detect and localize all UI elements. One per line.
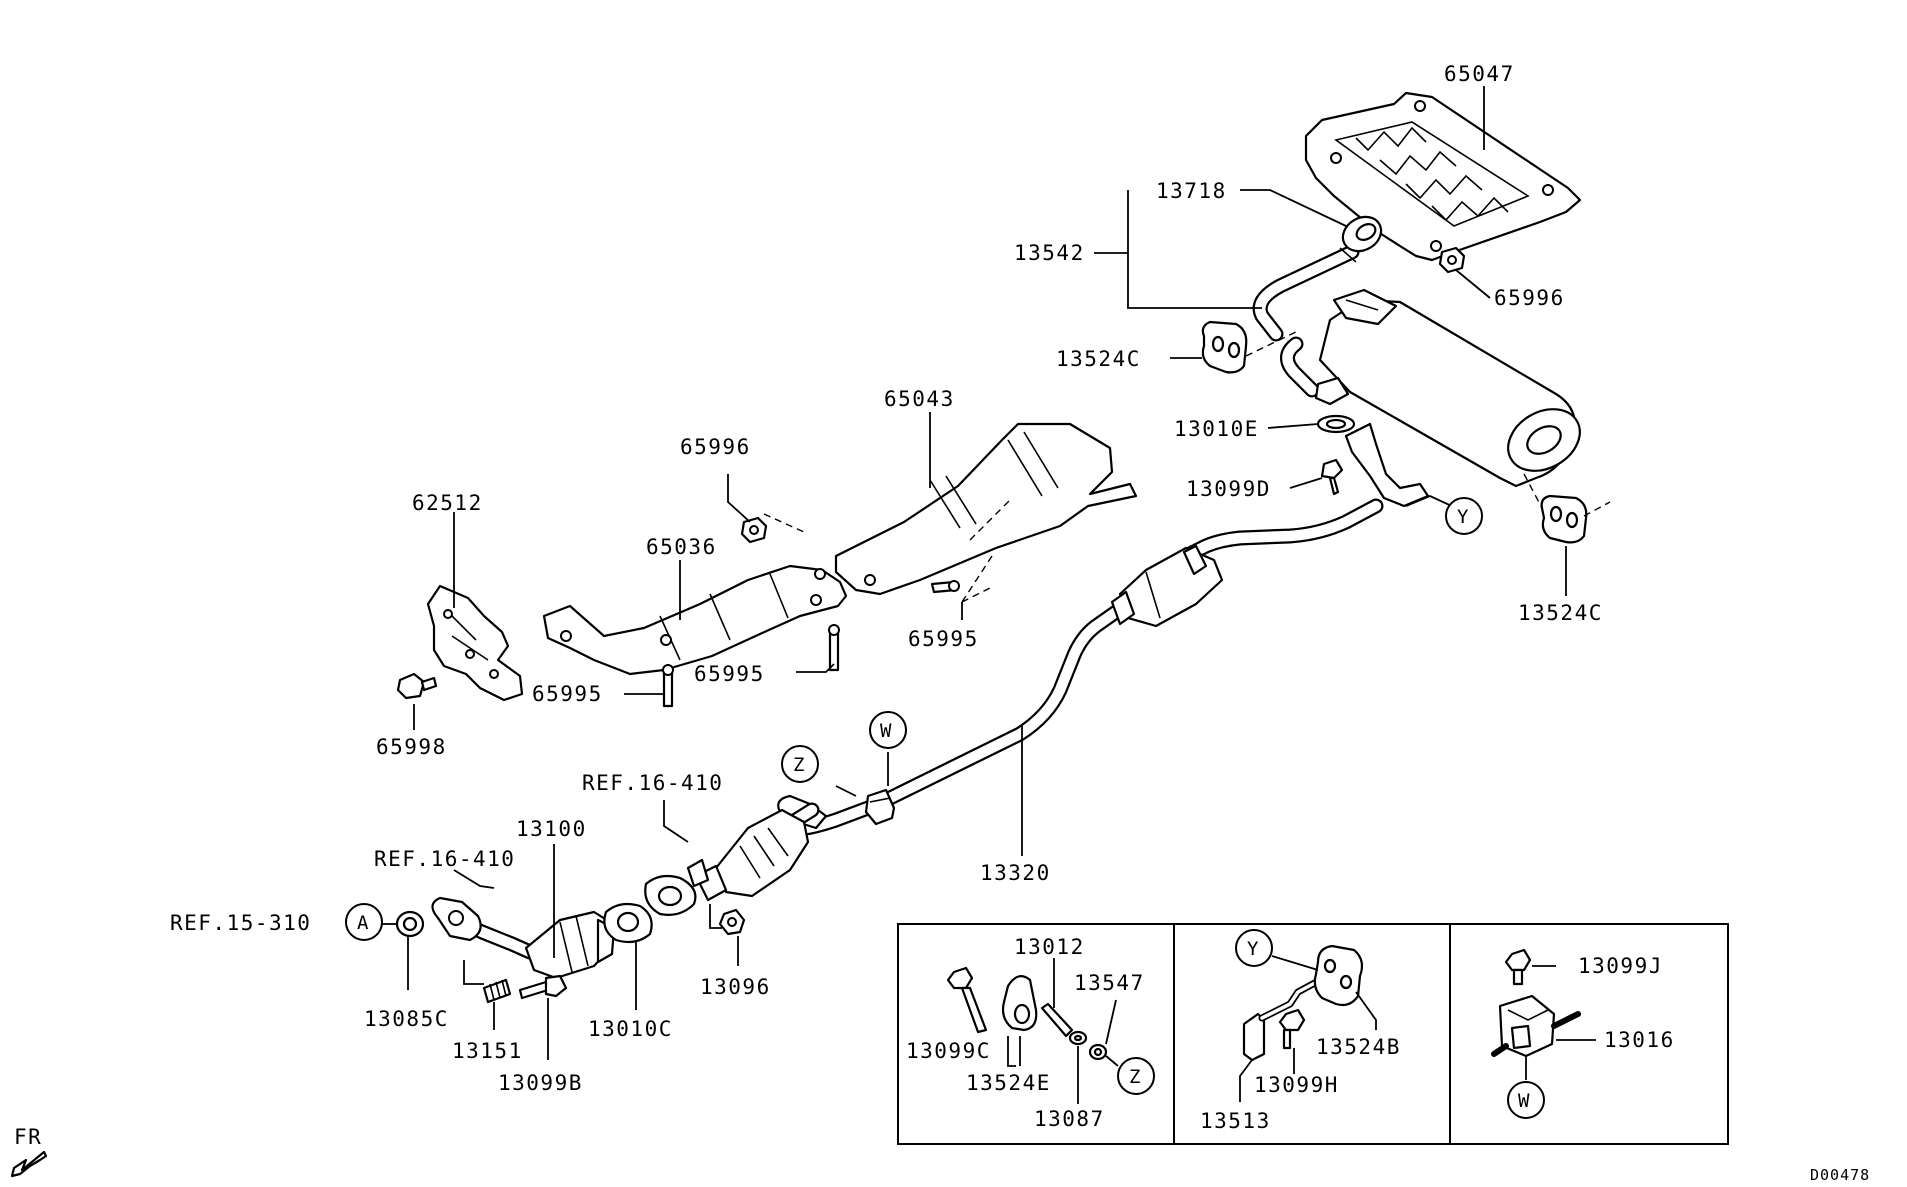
part-label-65995-right: 65995	[908, 627, 979, 651]
drawing-code: D00478	[1810, 1166, 1870, 1184]
part-label-13513: 13513	[1200, 1109, 1271, 1133]
detail-panels	[897, 923, 1729, 1145]
bushing-13524E-icon	[1001, 975, 1038, 1032]
clip-65995-left-icon	[662, 664, 674, 708]
front-direction-label: FR	[14, 1125, 42, 1149]
bolt-13099B-icon	[518, 974, 568, 1000]
svg-text:W: W	[1518, 1090, 1530, 1112]
gasket-13085C-icon	[395, 910, 425, 938]
bolt-65998-icon	[396, 672, 438, 700]
heat-protector-65043-icon	[834, 422, 1138, 596]
part-label-65995-mid: 65995	[694, 662, 765, 686]
svg-text:Z: Z	[793, 754, 804, 776]
hanger-bracket-13513-icon	[1242, 974, 1328, 1062]
svg-text:W: W	[880, 720, 892, 742]
part-label-65996-mid: 65996	[680, 435, 751, 459]
part-number-labels: 65047 13718 13542 65996 13524C 13010E 13…	[170, 62, 1603, 1095]
detail-z-panel: 13012 13547 13099C 13524E 13087 Z	[906, 935, 1155, 1131]
svg-text:Y: Y	[1247, 938, 1259, 960]
bolt-13099C-icon	[946, 966, 988, 1034]
part-label-65998: 65998	[376, 735, 447, 759]
part-label-13099J: 13099J	[1578, 954, 1663, 978]
part-label-13547: 13547	[1074, 971, 1145, 995]
center-resonator-icon	[1110, 544, 1224, 628]
detail-y-panel: 13524B 13099H 13513 Y	[1200, 929, 1401, 1133]
part-label-13718: 13718	[1156, 179, 1227, 203]
ref-label-16-410-lower: REF.16-410	[374, 847, 515, 871]
part-label-13087: 13087	[1034, 1107, 1105, 1131]
front-direction-arrow-icon	[10, 1150, 48, 1178]
part-label-13524E: 13524E	[966, 1071, 1051, 1095]
rubber-hanger-13524C-left-icon	[1201, 320, 1248, 374]
bolt-13099J-icon	[1504, 948, 1532, 986]
svg-text:Z: Z	[1129, 1066, 1140, 1088]
washer-13087-icon	[1068, 1030, 1088, 1046]
muffler-icon	[1314, 288, 1581, 488]
catalytic-converter-front-pipe-icon	[686, 802, 820, 902]
ref-label-16-410-upper: REF.16-410	[582, 771, 723, 795]
part-label-13010E: 13010E	[1174, 417, 1259, 441]
callout-circle-Z-main: Z	[781, 745, 819, 783]
part-label-65047: 65047	[1444, 62, 1515, 86]
leader-lines	[380, 86, 1611, 1060]
callout-circle-Y-detail: Y	[1235, 929, 1273, 967]
bolt-13099D-icon	[1320, 458, 1344, 496]
part-label-13099C: 13099C	[906, 1039, 991, 1063]
gasket-13010E-icon	[1316, 414, 1356, 434]
part-label-13524B: 13524B	[1316, 1035, 1401, 1059]
part-label-65995-left: 65995	[532, 682, 603, 706]
svg-text:A: A	[357, 912, 369, 934]
pipe-clamp-13718-icon	[1339, 215, 1383, 263]
manifold-flange-icon	[431, 896, 482, 942]
washer-13547-icon	[1088, 1043, 1108, 1061]
part-label-13542: 13542	[1014, 241, 1085, 265]
gasket-icon	[644, 874, 697, 916]
part-label-13524C-left: 13524C	[1056, 347, 1141, 371]
flange-nut-65996-mid-icon	[740, 516, 768, 544]
part-label-13012: 13012	[1014, 935, 1085, 959]
heat-protector-62512-icon	[426, 584, 524, 702]
gasket-13010C-icon	[603, 902, 653, 944]
callout-circle-W-main: W	[869, 711, 907, 749]
bolt-13099H-icon	[1278, 1008, 1306, 1050]
spring-13151-icon	[482, 978, 512, 1004]
front-direction-indicator: FR	[10, 1125, 48, 1178]
part-label-62512: 62512	[412, 491, 483, 515]
callout-circle-Y-main: Y	[1445, 497, 1483, 535]
part-label-13016: 13016	[1604, 1028, 1675, 1052]
part-label-13151: 13151	[452, 1039, 523, 1063]
callout-circle-Z-detail: Z	[1117, 1057, 1155, 1095]
part-label-65043: 65043	[884, 387, 955, 411]
part-label-13524C-right: 13524C	[1518, 601, 1603, 625]
heat-protector-65036-icon	[542, 564, 848, 676]
svg-text:Y: Y	[1457, 506, 1469, 528]
flange-nut-65996-icon	[1438, 246, 1466, 274]
part-label-65996-top: 65996	[1494, 286, 1565, 310]
detail-w-panel: 13099J 13016 W	[1491, 948, 1675, 1119]
part-label-13099H: 13099H	[1254, 1073, 1339, 1097]
part-label-13010C: 13010C	[588, 1017, 673, 1041]
part-label-13100: 13100	[516, 817, 587, 841]
hanger-bracket-13016-icon	[1491, 994, 1581, 1058]
part-label-13099D: 13099D	[1186, 477, 1271, 501]
part-label-13096: 13096	[700, 975, 771, 999]
rubber-hanger-13524B-icon	[1313, 944, 1364, 1007]
nut-13096-icon	[718, 908, 746, 936]
tail-pipe-13542-icon	[1252, 244, 1360, 398]
rubber-hanger-13524C-right-icon	[1540, 494, 1588, 544]
pin-13012-icon	[1040, 1002, 1074, 1038]
bracket-icon	[1344, 422, 1430, 508]
part-label-13099B: 13099B	[498, 1071, 583, 1095]
ref-label-15-310: REF.15-310	[170, 911, 311, 935]
pipe-hanger-bracket-icon	[864, 788, 896, 826]
callout-circle-W-detail: W	[1507, 1081, 1545, 1119]
part-label-13320: 13320	[980, 861, 1051, 885]
part-label-13085C: 13085C	[364, 1007, 449, 1031]
clip-65995-right-icon	[930, 580, 960, 594]
callout-circle-A: A	[345, 903, 383, 941]
part-label-65036: 65036	[646, 535, 717, 559]
clip-65995-mid-icon	[828, 624, 840, 672]
